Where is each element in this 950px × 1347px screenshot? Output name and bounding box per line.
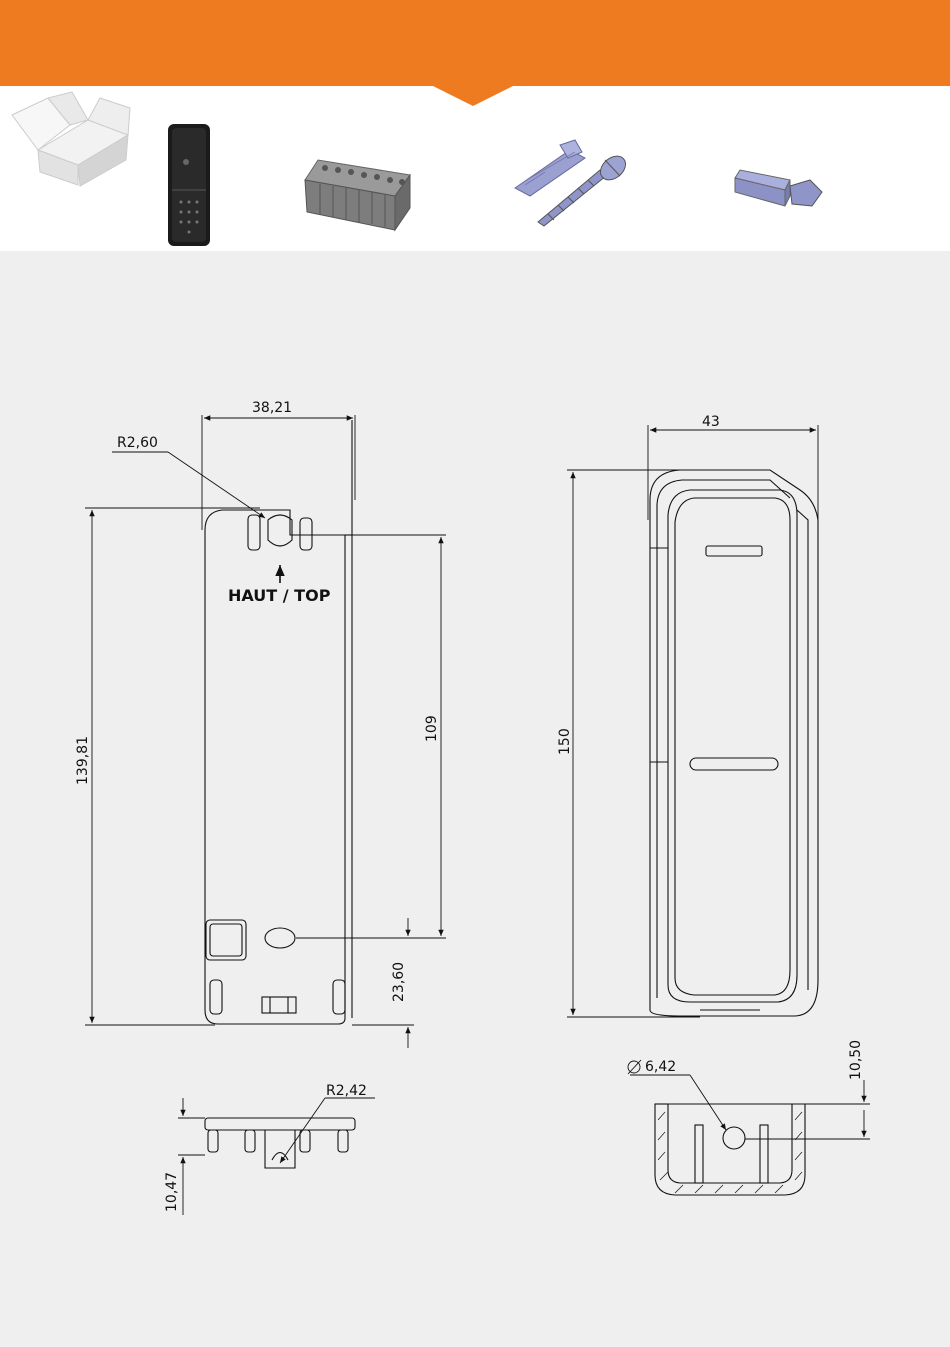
keypad-reader-icon [168, 124, 210, 246]
dim-bracket-bottom-radius: R2,42 [326, 1083, 367, 1099]
dim-bracket-width: 38,21 [252, 400, 292, 416]
device-bottom-hatch [658, 1112, 802, 1193]
plug-and-screw-icon [515, 140, 630, 226]
dim-hole-diameter: 6,42 [645, 1059, 676, 1075]
torx-bit-icon [735, 170, 822, 206]
terminal-connector-icon [305, 160, 410, 230]
dim-device-height: 150 [557, 728, 573, 755]
dim-bracket-height: 139,81 [75, 736, 91, 785]
dim-device-width: 43 [702, 414, 720, 430]
dim-hole-spacing: 109 [424, 715, 440, 742]
dim-bracket-radius: R2,60 [117, 435, 158, 451]
device-front-view [650, 470, 818, 1016]
bracket-bottom-dimensions [178, 1098, 375, 1215]
dim-bottom-offset: 23,60 [391, 962, 407, 1002]
direction-label: HAUT / TOP [228, 586, 331, 605]
device-front-dimensions [567, 425, 818, 1017]
bracket-front-view [205, 420, 352, 1024]
device-bottom-view [655, 1104, 805, 1195]
box-icon [12, 92, 130, 186]
bracket-bottom-view [205, 1118, 355, 1168]
dim-bracket-bottom-height: 10,47 [164, 1172, 180, 1212]
dim-device-bottom-offset: 10,50 [848, 1040, 864, 1080]
